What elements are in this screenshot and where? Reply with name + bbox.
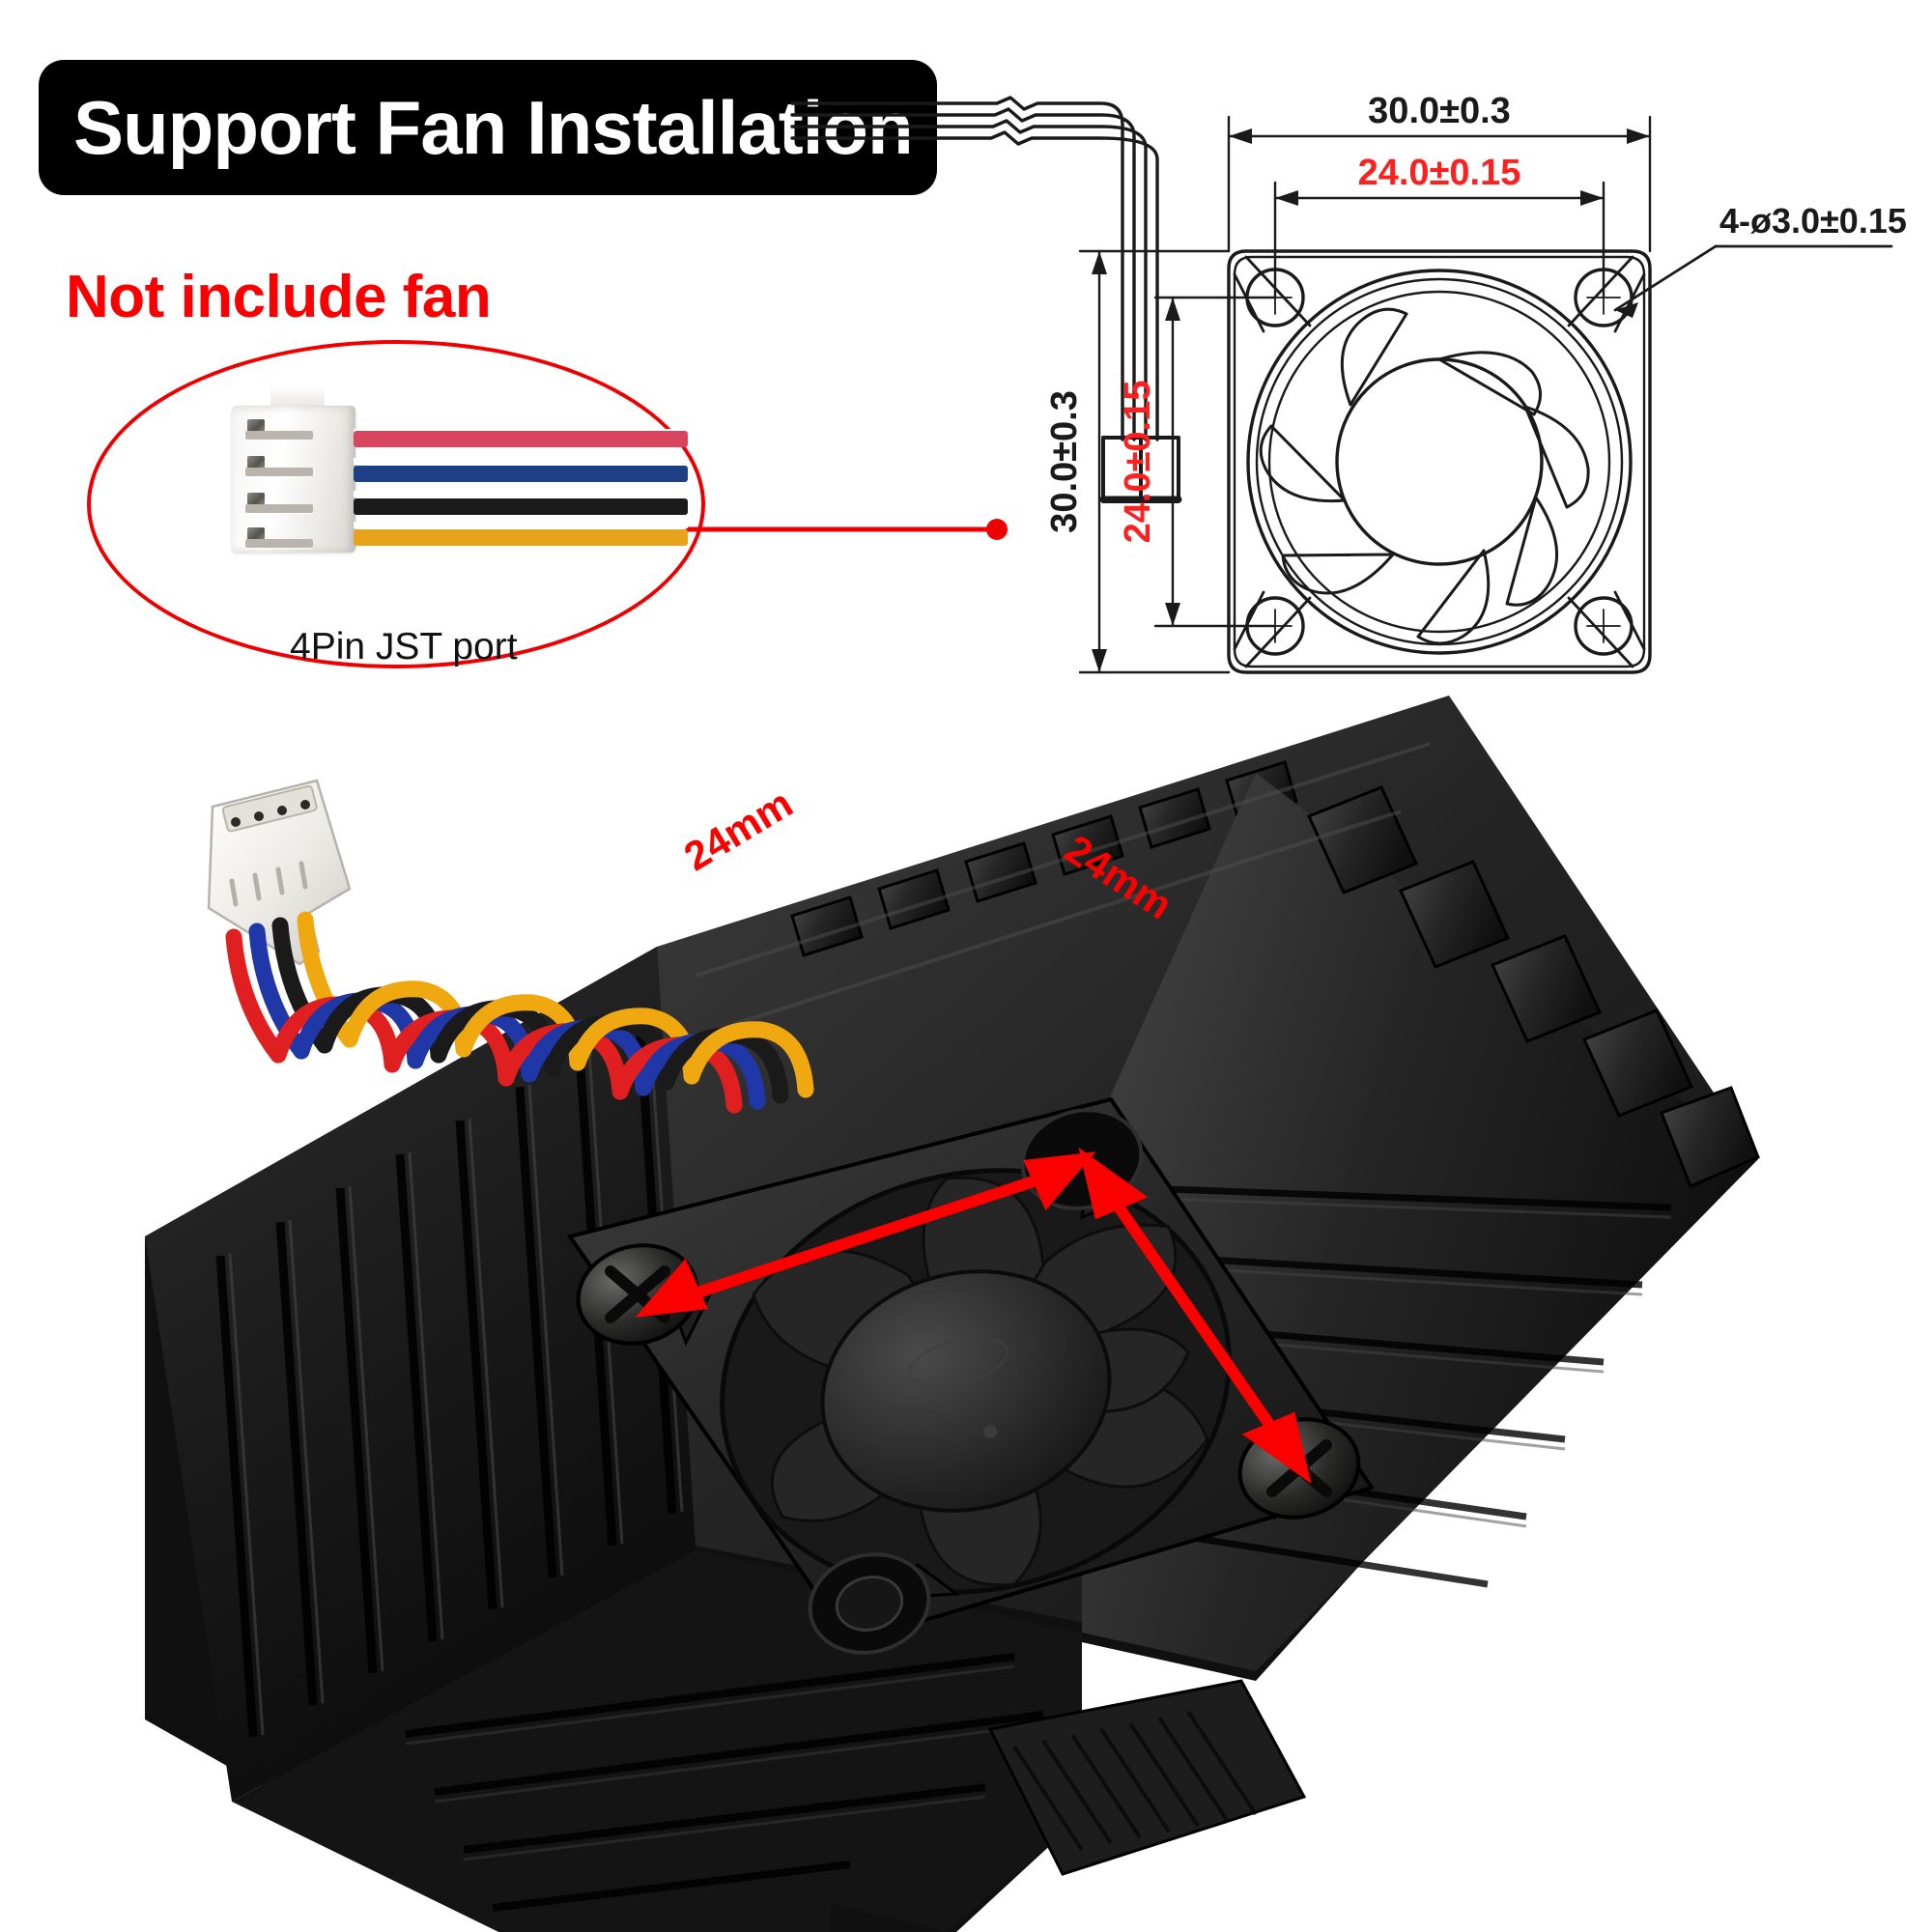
mount-hole-bottom-left-inner	[835, 1576, 904, 1632]
cad-hole-callout-label: 4-ø3.0±0.15	[1719, 201, 1907, 241]
wire-sheath-2	[354, 458, 688, 465]
fan-unit	[566, 1096, 1376, 1655]
fan-hub-sticker-arc	[907, 1336, 1009, 1388]
fan-hub	[820, 1269, 1112, 1513]
connector-black-wire	[354, 498, 688, 515]
arrow-left-head-bottom	[635, 1258, 708, 1318]
cad-dim-height-outer-label: 30.0±0.3	[1044, 390, 1085, 533]
not-include-fan-notice: Not include fan	[66, 264, 492, 330]
cad-wire-bundle	[790, 96, 1159, 441]
heatsink-with-fan-photo	[116, 618, 1787, 1932]
arrow-right-head-top	[1078, 1147, 1149, 1220]
heatsink-jst-connector	[207, 779, 352, 966]
page-title: Support Fan Installation	[73, 85, 914, 170]
connector-yellow-wire	[354, 529, 688, 546]
connector-slot-2	[245, 468, 313, 476]
cad-fan-blades	[1259, 307, 1590, 645]
arrow-right-line	[1089, 1167, 1299, 1464]
cad-dim-width-inner	[1273, 181, 1605, 299]
arrow-right-head-bottom	[1241, 1411, 1312, 1485]
arrow-left-head-top	[1023, 1151, 1096, 1211]
title-banner: Support Fan Installation	[39, 60, 937, 195]
cad-connector-terminal	[1099, 436, 1182, 503]
heatsink-wire-bundle	[225, 911, 814, 1114]
dimension-arrows	[635, 1147, 1312, 1485]
cad-dim-width-outer	[1227, 115, 1652, 253]
cad-dim-height-inner-label: 24.0±0.15	[1118, 381, 1158, 544]
cad-fan-hub	[1335, 357, 1544, 566]
cad-hole-leader	[1613, 244, 1893, 318]
connector-slot-3	[245, 504, 313, 513]
connector-slot-1	[245, 431, 313, 440]
wire-sheath-3	[354, 491, 688, 497]
cad-dim-height-outer	[1078, 249, 1231, 674]
callout-leader-line	[686, 519, 1008, 540]
connector-slot-4	[245, 539, 313, 548]
arrow-left-line	[655, 1161, 1079, 1312]
fan-technical-drawing: 30.0±0.3 24.0±0.15 30.0±0.3 24.0±0.15 4-…	[790, 82, 1922, 787]
cad-corner-webs	[1233, 255, 1646, 668]
connector-blue-wire	[354, 466, 688, 482]
cad-fan-body	[1227, 249, 1652, 674]
jst-callout-ellipse	[87, 340, 705, 668]
wire-sheath-4	[354, 522, 688, 528]
jst-connector-photo	[232, 384, 688, 560]
connector-latch-tab	[270, 384, 325, 410]
cad-dim-width-inner-label: 24.0±0.15	[1358, 153, 1521, 193]
jst-port-label: 4Pin JST port	[290, 626, 518, 668]
cad-dim-width-outer-label: 30.0±0.3	[1368, 91, 1511, 131]
cad-dim-height-inner	[1153, 296, 1277, 628]
connector-red-wire	[354, 431, 688, 447]
fan-hub-center-dot	[983, 1425, 997, 1438]
